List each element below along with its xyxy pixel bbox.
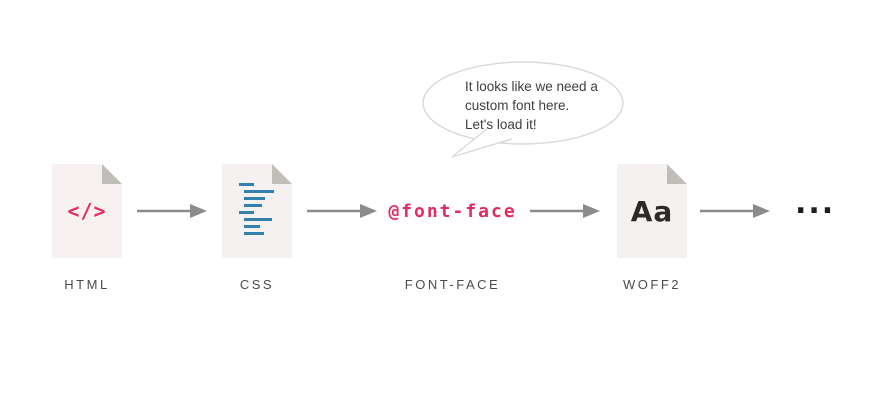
bubble-line: Let's load it! <box>465 117 537 132</box>
folded-corner-icon <box>667 164 687 184</box>
arrow-right-icon <box>700 204 770 218</box>
node-font-face: @font-face FONT-FACE <box>385 164 520 293</box>
html-file-icon: </> <box>52 164 122 258</box>
node-html: </> HTML <box>52 164 122 292</box>
speech-bubble-icon <box>422 61 624 158</box>
font-file-icon: Aa <box>617 164 687 258</box>
node-css: CSS <box>222 164 292 292</box>
aa-glyph: Aa <box>630 194 674 228</box>
arrow-right-icon <box>307 204 377 218</box>
ellipsis-text: ... <box>795 186 836 221</box>
arrow-right-icon <box>137 204 207 218</box>
node-label-woff2: WOFF2 <box>623 277 681 292</box>
folded-corner-icon <box>102 164 122 184</box>
code-tag-glyph: </> <box>67 199 107 223</box>
node-label-html: HTML <box>64 277 110 292</box>
speech-bubble-text: It looks like we need a custom font here… <box>465 77 598 134</box>
node-label-css: CSS <box>239 277 275 292</box>
folded-corner-icon <box>272 164 292 184</box>
node-woff2: Aa WOFF2 <box>617 164 687 292</box>
node-label-font-face: FONT-FACE <box>404 277 501 292</box>
bubble-line: It looks like we need a <box>465 79 598 94</box>
font-face-code-text: @font-face <box>388 200 517 222</box>
arrow-right-icon <box>530 204 600 218</box>
bubble-line: custom font here. <box>465 98 570 113</box>
css-file-icon <box>222 164 292 258</box>
css-code-lines-icon <box>239 183 275 239</box>
